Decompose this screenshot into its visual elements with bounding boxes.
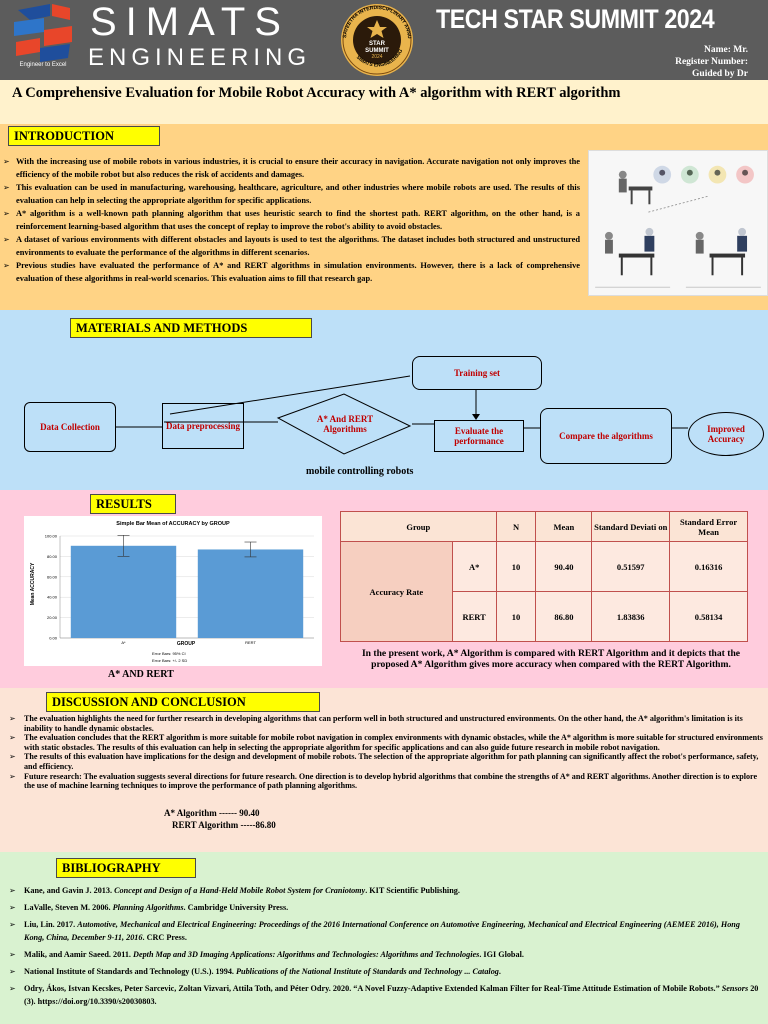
table-header-cell: Standard Deviati on (591, 511, 671, 542)
table-cell: 0.58134 (669, 591, 748, 642)
table-cell: 0.51597 (591, 541, 671, 592)
table-cell: 10 (495, 591, 537, 642)
bib-item: Malik, and Aamir Saeed. 2011. Depth Map … (8, 948, 760, 961)
chart-ytick-label: 20.00 (47, 615, 58, 620)
chart-caption: A* AND RERT (108, 669, 174, 680)
flow-compare: Compare the algorithms (540, 408, 672, 464)
table-cell: 0.16316 (669, 541, 748, 592)
table-cell: 86.80 (535, 591, 593, 642)
results-heading: RESULTS (90, 494, 176, 514)
intro-bullet: This evaluation can be used in manufactu… (2, 181, 580, 207)
discussion-heading: DISCUSSION AND CONCLUSION (46, 692, 320, 712)
table-cell: 1.83836 (591, 591, 671, 642)
table-cell: 90.40 (535, 541, 593, 592)
chart-bar (197, 549, 304, 638)
result-a-star: A* Algorithm ------ 90.40 (164, 808, 260, 818)
results-chart: Simple Bar Mean of ACCURACY by GROUP Mea… (24, 516, 322, 666)
table-header-cell: Group (340, 511, 497, 542)
bib-item: LaValle, Steven M. 2006. Planning Algori… (8, 901, 760, 914)
chart-xtick-label: A* (121, 640, 126, 645)
methods-flow-lines (116, 375, 688, 455)
flow-improved-accuracy: Improved Accuracy (688, 412, 764, 456)
intro-bullet: A dataset of various environments with d… (2, 233, 580, 259)
table-row: RERT 10 86.80 1.83836 0.58134 (341, 591, 748, 642)
flow-evaluate: Evaluate the performance (434, 420, 524, 452)
table-cell: 10 (495, 541, 537, 592)
chart-title: Simple Bar Mean of ACCURACY by GROUP (116, 521, 230, 527)
event-title: TECH STAR SUMMIT 2024 (436, 4, 715, 34)
bib-item: Liu, Lin. 2017. Automotive, Mechanical a… (8, 918, 760, 944)
methods-heading: MATERIALS AND METHODS (70, 318, 312, 338)
brand-name-bottom: ENGINEERING (88, 44, 312, 71)
author-name: Name: Mr. (704, 45, 748, 55)
introduction-heading: INTRODUCTION (8, 126, 160, 146)
table-row: Accuracy Rate A* 10 90.40 0.51597 0.1631… (340, 541, 748, 642)
flow-preprocessing: Data preprocessing (162, 403, 244, 449)
robot-illustration (588, 150, 768, 296)
table-cell: A* (451, 541, 497, 592)
chart-ytick-label: 80.00 (47, 554, 58, 559)
brand-name-top: SIMATS (90, 0, 290, 44)
bib-item: Odry, Ákos, Istvan Kecskes, Peter Sarcev… (8, 982, 760, 1008)
discussion-bullet: The results of this evaluation have impl… (8, 752, 766, 771)
seal-center-mid: SUMMIT (365, 48, 389, 54)
chart-bar (70, 545, 177, 638)
chart-ytick-label: 0.00 (49, 636, 58, 641)
intro-bullet: With the increasing use of mobile robots… (2, 155, 580, 181)
seal-center-year: 2024 (371, 54, 382, 60)
flow-data-collection: Data Collection (24, 402, 116, 452)
table-header-row: Group N Mean Standard Deviati on Standar… (340, 511, 748, 542)
chart-xtick-label: RERT (245, 640, 256, 645)
methods-caption: mobile controlling robots (306, 466, 414, 477)
chart-footnote: Error Bars: +/- 2 SD (152, 658, 187, 663)
table-header-cell: Mean (535, 511, 593, 542)
chart-ylabel: Mean ACCURACY (30, 562, 36, 605)
bib-item: Kane, and Gavin J. 2013. Concept and Des… (8, 884, 760, 897)
bar-chart: Simple Bar Mean of ACCURACY by GROUP Mea… (30, 521, 314, 663)
poster-title: A Comprehensive Evaluation for Mobile Ro… (12, 85, 621, 101)
chart-footnote: Error Bars: 95% CI (152, 651, 186, 656)
result-rert: RERT Algorithm -----86.80 (172, 820, 276, 830)
flow-algorithms: A* And RERT Algorithms (316, 414, 374, 434)
register-number: Register Number: (675, 57, 748, 67)
table-cell: RERT (451, 591, 497, 642)
logo-tagline: Engineer to Excel (19, 62, 67, 68)
chart-ytick-label: 100.00 (45, 534, 58, 539)
results-note: In the present work, A* Algorithm is com… (361, 648, 741, 670)
guide-name: Guided by Dr (692, 69, 748, 79)
title-bar: A Comprehensive Evaluation for Mobile Ro… (0, 80, 768, 124)
introduction-bullets: With the increasing use of mobile robots… (2, 155, 580, 285)
intro-bullet: Previous studies have evaluated the perf… (2, 259, 580, 285)
summit-seal-icon: SAVEETHA INTERDISCIPLINARY ANNUAL RESEAR… (334, 2, 413, 76)
discussion-bullet: The evaluation concludes that the RERT a… (8, 733, 766, 752)
results-table: Group N Mean Standard Deviati on Standar… (340, 511, 748, 642)
table-group-label: Accuracy Rate (340, 541, 453, 642)
chart-xlabel: GROUP (177, 641, 196, 647)
flow-training-set: Training set (412, 356, 542, 390)
discussion-bullet: The evaluation highlights the need for f… (8, 714, 766, 733)
table-header-cell: N (495, 511, 537, 542)
discussion-bullet: Future research: The evaluation suggests… (8, 772, 766, 791)
bibliography-heading: BIBLIOGRAPHY (56, 858, 196, 878)
intro-bullet: A* algorithm is a well-known path planni… (2, 207, 580, 233)
chart-ytick-label: 60.00 (47, 574, 58, 579)
chart-ytick-label: 40.00 (47, 595, 58, 600)
bib-item: National Institute of Standards and Tech… (8, 965, 760, 978)
seal-center-top: STAR (369, 41, 386, 47)
poster-header: Engineer to Excel SIMATS ENGINEERING SAV… (0, 0, 768, 80)
author-info: Name: Mr. Register Number: Guided by Dr (675, 44, 748, 80)
simats-logo-icon (14, 4, 72, 62)
table-header-cell: Standard Error Mean (669, 511, 748, 542)
bibliography-list: Kane, and Gavin J. 2013. Concept and Des… (8, 884, 760, 1012)
discussion-bullets: The evaluation highlights the need for f… (8, 714, 766, 791)
